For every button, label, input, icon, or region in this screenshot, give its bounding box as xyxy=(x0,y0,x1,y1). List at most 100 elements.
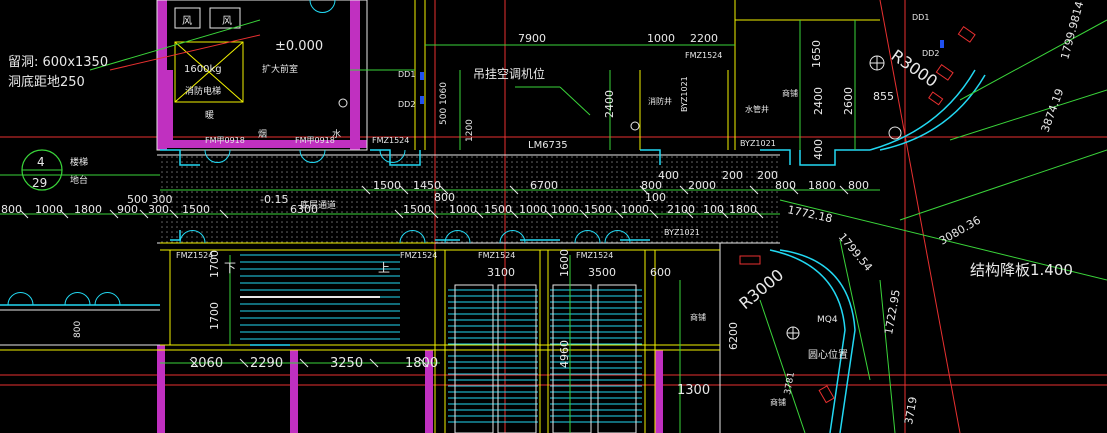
dim-1700b: 1700 xyxy=(208,302,221,330)
dim-4960: 4960 xyxy=(558,340,571,368)
door-swings xyxy=(7,0,631,306)
escalator-frames xyxy=(454,284,637,433)
tag-dd2a: DD2 xyxy=(398,100,415,109)
tag-fmz-mid2: FMZ1524 xyxy=(478,251,515,260)
corridor-level: -0.15 xyxy=(260,193,288,206)
bottom-dim: 1800 xyxy=(405,356,438,371)
center-markers xyxy=(338,55,902,340)
dim-1600: 1600 xyxy=(558,249,571,277)
row2-dim: 1000 xyxy=(519,203,547,216)
dim-7900: 7900 xyxy=(518,32,546,45)
tag-byz-b: BYZ1021 xyxy=(664,228,700,237)
floor-level: ±0.000 xyxy=(275,39,323,54)
row1-dim: 1450 xyxy=(413,179,441,192)
tag-fmz-mid1: FMZ1524 xyxy=(400,251,437,260)
shop-label-a: 商铺 xyxy=(782,88,798,98)
row2-dim: 1500 xyxy=(584,203,612,216)
row2-dim: 1800 xyxy=(729,203,757,216)
stair-treads xyxy=(240,254,400,340)
dim-1300: 1300 xyxy=(677,383,710,398)
dim-2400: 2400 xyxy=(812,87,825,115)
corridor-name: 底层通道 xyxy=(300,199,336,211)
row2-dim: 1500 xyxy=(182,203,210,216)
tag-byz-a: BYZ1021 xyxy=(740,139,776,148)
bottom-dim: 2060 xyxy=(190,356,223,371)
tag-mq: MQ4 xyxy=(817,315,838,325)
dim-1200: 1200 xyxy=(465,119,475,142)
fan-label-a: 风 xyxy=(182,15,192,27)
dim-3100: 3100 xyxy=(487,266,515,279)
tag-fmz-top: FMZ1524 xyxy=(685,51,722,60)
dim-1650: 1650 xyxy=(810,40,823,68)
tag-fm-a: FM甲0918 xyxy=(205,136,245,145)
opening-note-line2: 洞底距地250 xyxy=(8,74,85,90)
dim-3500: 3500 xyxy=(588,266,616,279)
stair-down-label: 下 xyxy=(224,261,236,275)
tag-r3000b: R3000 xyxy=(735,265,787,313)
dim-3080: 3080.36 xyxy=(937,214,983,248)
row2-dim: 1500 xyxy=(484,203,512,216)
labels: 留洞: 600x1350 洞底距地250 结构降板1.400 4 29 楼梯 地… xyxy=(8,15,1073,407)
tag-fmz-stair: FMZ1524 xyxy=(372,136,409,145)
shop-label-b: 商铺 xyxy=(690,312,706,322)
row2-dim: 1000 xyxy=(35,203,63,216)
row2-dim: 1000 xyxy=(449,203,477,216)
tag-fmz-right: FMZ1524 xyxy=(576,251,613,260)
row2-dim: 100 xyxy=(703,203,724,216)
row2-dim: 1800 xyxy=(74,203,102,216)
tag-byz-c: BYZ1021 xyxy=(680,76,689,112)
dim-400: 400 xyxy=(812,139,825,160)
fan-label-b: 风 xyxy=(222,15,232,27)
row2-dim: 800 xyxy=(1,203,22,216)
row1-dim: 400 xyxy=(658,169,679,182)
opening-note-line1: 留洞: 600x1350 xyxy=(8,55,108,70)
ac-position-label: 吊挂空调机位 xyxy=(473,66,545,81)
row1-dim: 200 xyxy=(757,169,778,182)
dim-label-a: 烟 xyxy=(258,128,267,140)
row1-dim: 1800 xyxy=(808,179,836,192)
row2-dim: 1500 xyxy=(403,203,431,216)
elevator-name: 消防电梯 xyxy=(185,85,221,97)
leader-line xyxy=(109,34,261,71)
row2-dim: 2100 xyxy=(667,203,695,216)
tag-dd2b: DD2 xyxy=(922,49,939,58)
lobby-label: 扩大前室 xyxy=(262,63,298,75)
tag-dd1b: DD1 xyxy=(912,13,929,22)
dim-1799: 1799.54 xyxy=(836,231,875,274)
structural-drop-note: 结构降板1.400 xyxy=(970,261,1073,279)
row2-dim: 900 xyxy=(117,203,138,216)
dim-1700a: 1700 xyxy=(208,250,221,278)
row2-dim: 800 xyxy=(434,191,455,204)
stair-up-label: 上 xyxy=(378,261,390,275)
dim-2200: 2200 xyxy=(690,32,718,45)
circle-top-number: 4 xyxy=(37,155,45,169)
dim-855: 855 xyxy=(873,90,894,103)
row2-dim: 1000 xyxy=(551,203,579,216)
escalator-treads xyxy=(448,289,642,423)
row1-dim: 200 xyxy=(722,169,743,182)
dim-2600: 2600 xyxy=(842,87,855,115)
row1-dim: 1500 xyxy=(373,179,401,192)
dim-6200: 6200 xyxy=(727,322,740,350)
row1-dim: 800 xyxy=(848,179,869,192)
row1-dim: 2000 xyxy=(688,179,716,192)
tag-lm: LM6735 xyxy=(528,140,568,151)
hazard-symbols xyxy=(739,26,976,404)
row2-dim: 100 xyxy=(645,191,666,204)
dimension-ticks xyxy=(19,185,849,368)
row1-dim: 800 xyxy=(775,179,796,192)
dim-1772: 1772.18 xyxy=(786,203,833,225)
blue-markers xyxy=(420,40,944,104)
bottom-dim: 3250 xyxy=(330,356,363,371)
dim-1722: 1722.95 xyxy=(882,288,903,335)
dimension-lines xyxy=(0,19,1107,433)
dim-1000: 1000 xyxy=(647,32,675,45)
corridor-hatch xyxy=(160,155,780,243)
tag-fmz-left: FMZ1524 xyxy=(176,251,213,260)
section-circle xyxy=(21,149,63,191)
circle-side-top: 楼梯 xyxy=(70,156,88,168)
dim-2400b: 2400 xyxy=(603,90,616,118)
bottom-dim: 2290 xyxy=(250,356,283,371)
row1-dim: 800 xyxy=(641,179,662,192)
